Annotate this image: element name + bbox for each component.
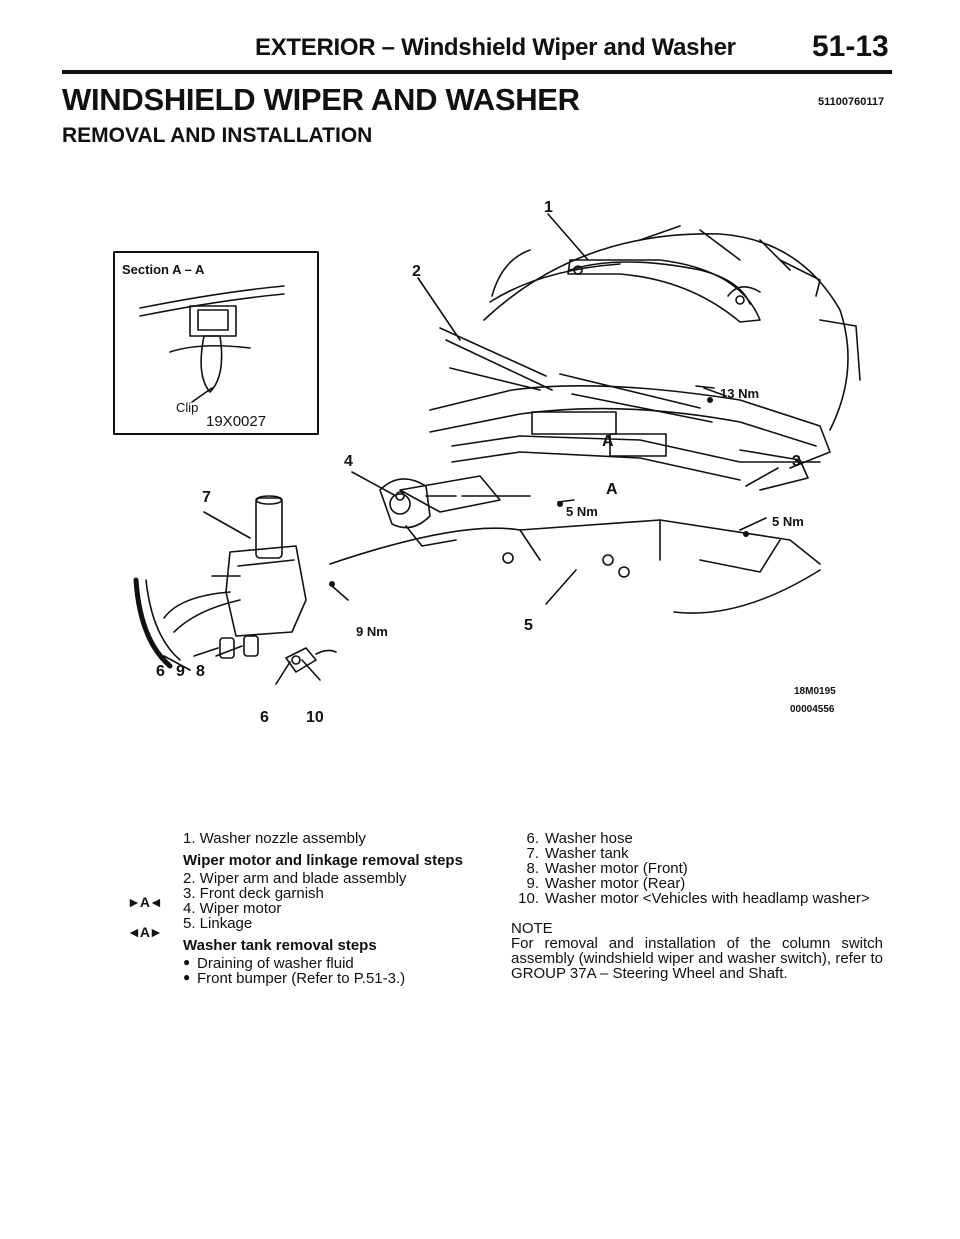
list-item-text: Washer motor <Vehicles with headlamp was…	[545, 890, 870, 907]
inset-clip-label: Clip	[176, 400, 198, 415]
section-subtitle: REMOVAL AND INSTALLATION	[62, 124, 373, 147]
bullet-item: Front bumper (Refer to P.51-3.)	[183, 970, 473, 986]
parts-list-left: 1. Washer nozzle assembly Wiper motor an…	[183, 831, 473, 986]
inset-title: Section A – A	[122, 262, 205, 277]
callout-2: 2	[412, 263, 421, 280]
note-label: NOTE	[511, 920, 553, 937]
list-item: 10. Washer motor <Vehicles with headlamp…	[511, 891, 883, 906]
list-item-number: 9.	[526, 875, 539, 892]
figure-code-top: 18M0195	[794, 686, 836, 697]
torque-5nm-right: 5 Nm	[772, 514, 804, 529]
callout-6: 6	[156, 663, 165, 680]
callout-5: 5	[524, 617, 533, 634]
figure-code-bottom: 00004556	[790, 704, 835, 715]
inset-code: 19X0027	[206, 413, 266, 430]
section-title: WINDSHIELD WIPER AND WASHER	[62, 82, 580, 117]
list-item-number: 10.	[518, 890, 539, 907]
list-item: 2. Wiper arm and blade assembly	[183, 870, 407, 887]
wiper-exploded-diagram: Section A – A Clip 19X0027 1 2 3 4 5 6 7…	[113, 200, 861, 726]
list-item-text: Washer motor (Front)	[545, 860, 688, 877]
list-item: 9. Washer motor (Rear)	[511, 876, 883, 891]
section-code: 51100760117	[818, 96, 885, 108]
list-item: 8. Washer motor (Front)	[511, 861, 883, 876]
list-item: 7. Washer tank	[511, 846, 883, 861]
callout-3: 3	[792, 453, 801, 470]
section-mark-a-upper: A	[602, 433, 614, 450]
list-item-number: 7.	[526, 845, 539, 862]
note-text: For removal and installation of the colu…	[511, 935, 883, 982]
page-number: 51-13	[812, 30, 889, 63]
list-item-text: Washer tank	[545, 845, 629, 862]
parts-list-right: 6. Washer hose 7. Washer tank 8. Washer …	[511, 831, 883, 981]
list-heading-tank: Washer tank removal steps	[183, 937, 377, 954]
list-item: 6. Washer hose	[511, 831, 883, 846]
install-marker-a: ►A◄	[127, 894, 163, 910]
remove-marker-a: ◄A►	[127, 924, 163, 940]
list-item: 4. Wiper motor	[183, 900, 282, 917]
list-item: 5. Linkage	[183, 915, 253, 932]
callout-10: 10	[306, 709, 324, 726]
list-item-text: Washer hose	[545, 830, 633, 847]
list-item-number: 8.	[526, 860, 539, 877]
callout-6-lower: 6	[260, 709, 269, 726]
torque-5nm-center: 5 Nm	[566, 504, 598, 519]
list-item: 1. Washer nozzle assembly	[183, 830, 366, 847]
page-header-title: EXTERIOR – Windshield Wiper and Washer	[255, 34, 736, 61]
header-rule	[62, 70, 892, 74]
callout-7: 7	[202, 489, 211, 506]
torque-13nm: 13 Nm	[720, 386, 759, 401]
list-item-number: 6.	[526, 830, 539, 847]
list-item: 3. Front deck garnish	[183, 885, 324, 902]
list-item-text: Washer motor (Rear)	[545, 875, 686, 892]
section-mark-a-lower: A	[606, 481, 618, 498]
callout-1: 1	[544, 200, 553, 216]
callout-9: 9	[176, 663, 185, 680]
list-heading-wiper: Wiper motor and linkage removal steps	[183, 852, 463, 869]
section-inset-box	[113, 251, 319, 435]
torque-9nm: 9 Nm	[356, 624, 388, 639]
callout-8: 8	[196, 663, 205, 680]
callout-4: 4	[344, 453, 353, 470]
bullet-item: Draining of washer fluid	[183, 955, 473, 971]
